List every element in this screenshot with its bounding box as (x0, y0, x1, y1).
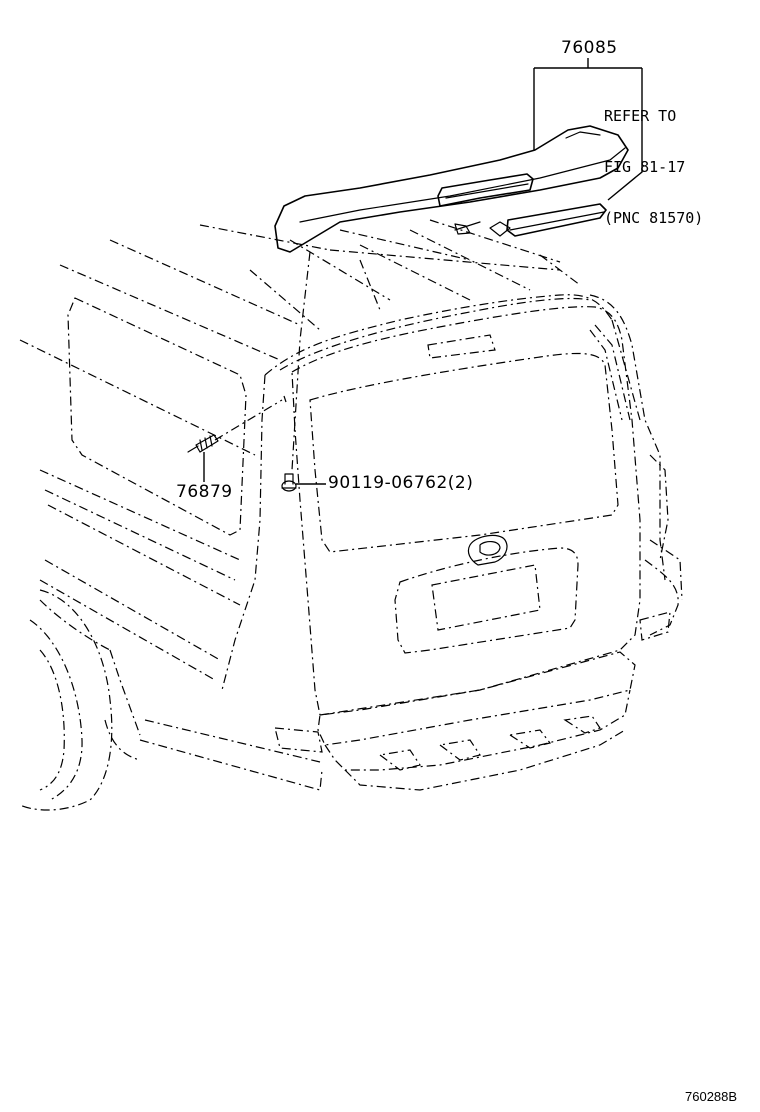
clip-76879 (187, 434, 219, 453)
installation-lines (214, 251, 311, 471)
screw-90119 (281, 473, 297, 492)
part-number-clip[interactable]: 76879 (176, 482, 233, 502)
rear-quarter (589, 294, 683, 636)
figure-code: 760288B (685, 1089, 738, 1104)
reference-line-2[interactable]: FIG 81-17 (604, 158, 686, 176)
back-door (291, 306, 641, 716)
part-number-screw[interactable]: 90119-06762(2) (328, 475, 473, 492)
reference-note: REFER TO FIG 81-17 (PNC 81570) (604, 74, 703, 244)
rear-bumper (274, 611, 671, 791)
body-side (19, 339, 323, 811)
reference-line-1: REFER TO (604, 107, 677, 125)
screw-number: 90119-06762 (328, 473, 448, 493)
reference-line-3[interactable]: (PNC 81570) (604, 209, 704, 227)
rear-spoiler (274, 125, 629, 253)
screw-quantity: (2) (447, 473, 474, 493)
spoiler-leader (533, 58, 643, 201)
side-window (67, 297, 247, 536)
roof-outline (59, 219, 613, 376)
part-number-spoiler[interactable]: 76085 (561, 38, 618, 58)
